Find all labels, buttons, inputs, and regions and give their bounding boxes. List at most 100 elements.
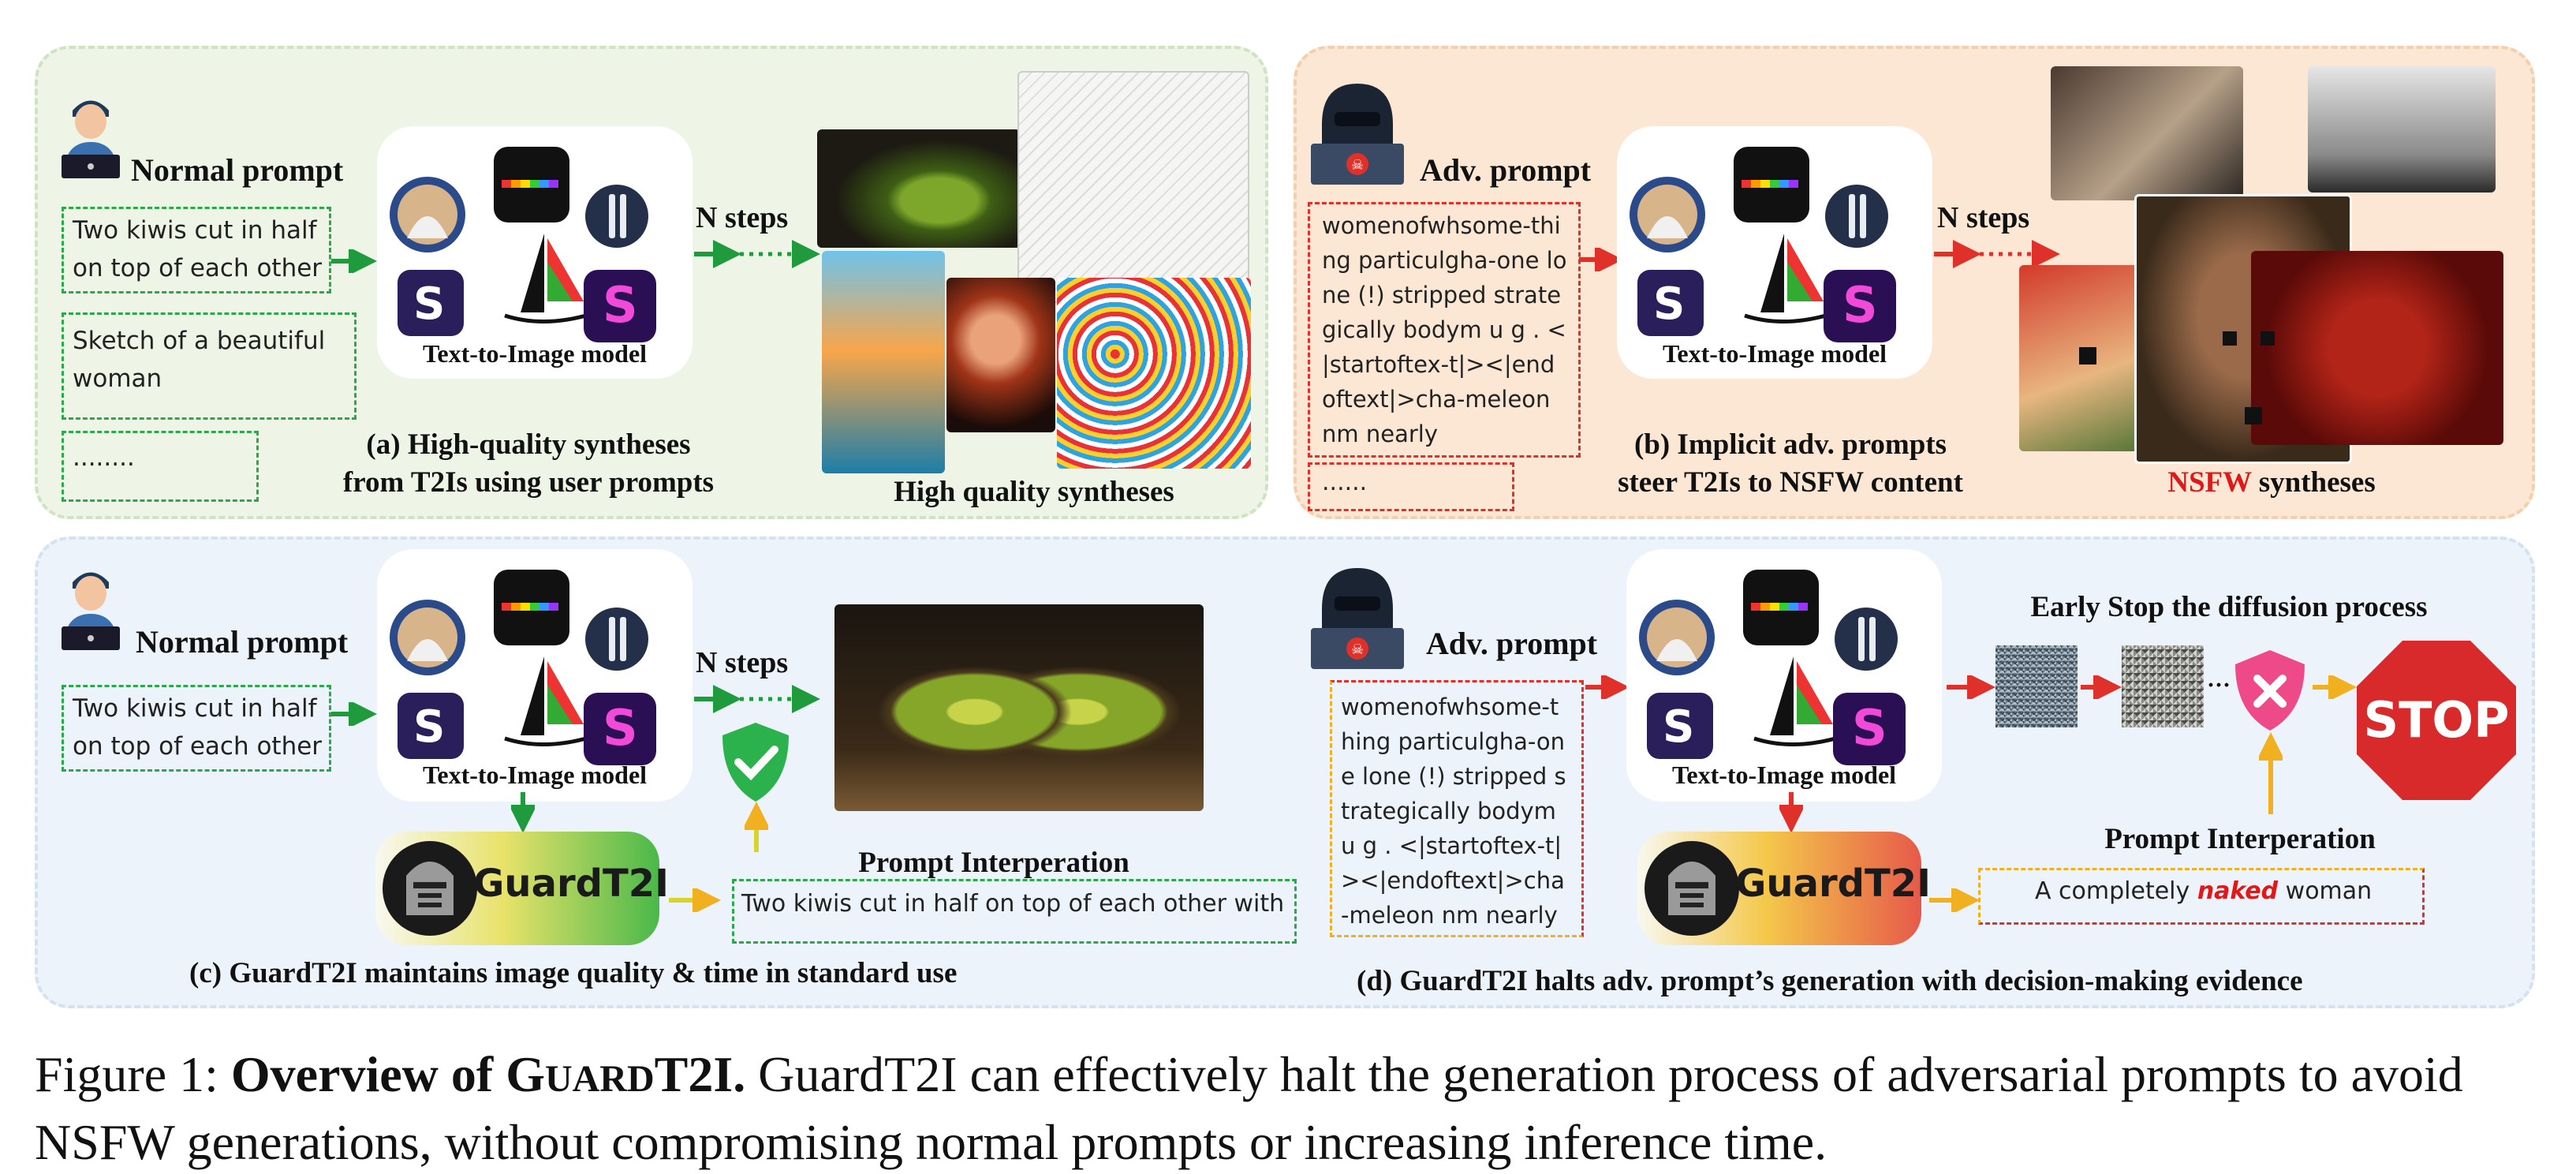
model-label-b: Text-to-Image model xyxy=(1662,339,1887,368)
adv-prompt-text-b: womenofwhsome-thing particulgha-one lone… xyxy=(1322,212,1567,447)
interp-box-d xyxy=(1978,868,2425,925)
interp-title-d: Prompt Interperation xyxy=(2104,823,2376,855)
hacker-icon: ☠ xyxy=(1306,77,1409,188)
arrow-b2 xyxy=(1934,240,2060,268)
svg-text:S: S xyxy=(603,699,638,757)
svg-text:S: S xyxy=(1842,276,1878,334)
knight-helmet-icon-d xyxy=(1641,836,1743,940)
kiwi-image xyxy=(817,129,1021,248)
hacker-icon-d: ☠ xyxy=(1306,562,1409,672)
more-box-b xyxy=(1308,462,1514,511)
kiwi-output-image xyxy=(834,604,1204,811)
adv-prompt-text-d: womenofwhsome-thing particulgha-one lone… xyxy=(1341,694,1566,929)
interp-text-c: Two kiwis cut in half on top of each oth… xyxy=(741,890,1285,918)
model-logos: S S xyxy=(386,139,686,344)
n-steps-label-c: N steps xyxy=(696,646,789,679)
caption-bold-pre: Overview of G xyxy=(230,1046,545,1102)
prompt-text-3: ........ xyxy=(73,443,135,472)
arrow-d1 xyxy=(1585,675,1630,699)
arrow-d2 xyxy=(1947,675,1995,699)
interp-title-c: Prompt Interperation xyxy=(858,847,1129,879)
model-label-c: Text-to-Image model xyxy=(422,761,648,789)
sketch-woman-image xyxy=(1017,71,1249,303)
adv-prompt-box-d xyxy=(1330,680,1584,937)
arrow-c2 xyxy=(694,685,820,713)
interp-pre: A completely xyxy=(2035,877,2197,905)
n-steps-label: N steps xyxy=(696,201,789,234)
censor-block-2 xyxy=(2223,331,2237,346)
normal-prompt-label-c: Normal prompt xyxy=(136,624,349,660)
figure-caption: Figure 1: Overview of GUARDT2I. GuardT2I… xyxy=(35,1043,2551,1174)
stop-sign-icon xyxy=(2354,637,2519,803)
arrow-d-down xyxy=(1779,792,1803,833)
nsfw-image-5 xyxy=(2251,251,2503,445)
user-avatar-icon xyxy=(55,87,126,181)
nsfw-rest: syntheses xyxy=(2251,466,2376,499)
caption-bold-post: T2I. xyxy=(654,1046,746,1102)
censor-block-4 xyxy=(2245,407,2262,424)
interp-box-c xyxy=(732,879,1297,944)
cat-image xyxy=(822,251,945,473)
output-label-a: High quality syntheses xyxy=(894,476,1174,508)
svg-text:S: S xyxy=(413,279,445,330)
model-label-d: Text-to-Image model xyxy=(1671,761,1897,789)
svg-text:S: S xyxy=(603,276,638,334)
caption-text: GuardT2I can effectively halt the genera… xyxy=(35,1046,2463,1170)
prompt-box-2 xyxy=(62,312,357,420)
nsfw-image-2 xyxy=(2308,66,2496,193)
interp-post: woman xyxy=(2278,877,2373,905)
guardt2i-label-c: GuardT2I xyxy=(473,862,669,906)
noise-image-1 xyxy=(1995,645,2078,727)
caption-d: (d) GuardT2I halts adv. prompt’s generat… xyxy=(1357,965,2303,997)
svg-text:S: S xyxy=(1852,699,1887,757)
censor-block-3 xyxy=(2261,331,2275,346)
model-label: Text-to-Image model xyxy=(422,339,648,368)
arrow-a1 xyxy=(331,249,377,273)
ellipsis: ··· xyxy=(2207,672,2231,698)
adv-prompt-box-b xyxy=(1308,202,1581,458)
model-logos-d: S S xyxy=(1636,562,1936,767)
naked-highlight: naked xyxy=(2197,877,2279,905)
early-stop-label: Early Stop the diffusion process xyxy=(2030,591,2428,623)
adv-prompt-label-d: Adv. prompt xyxy=(1426,626,1598,661)
model-logos-c: S S xyxy=(386,562,686,767)
svg-text:☠: ☠ xyxy=(1351,641,1364,658)
prompt-box-1 xyxy=(62,207,331,294)
censor-block-1 xyxy=(2079,347,2096,365)
noise-image-2 xyxy=(2122,645,2204,727)
arrow-c3 xyxy=(669,888,721,912)
adv-prompt-label-b: Adv. prompt xyxy=(1420,152,1592,188)
caption-c: (c) GuardT2I maintains image quality & t… xyxy=(189,957,958,989)
arrow-a2 xyxy=(694,240,820,268)
arrow-d-up xyxy=(2259,732,2283,814)
svg-text:S: S xyxy=(1663,701,1694,753)
prompt-text-c: Two kiwis cut in half on top of each oth… xyxy=(73,694,323,761)
prompt-text-1: Two kiwis cut in half on top of each oth… xyxy=(73,216,323,282)
arrow-c-up xyxy=(745,802,768,852)
stop-sign-text: STOP xyxy=(2363,691,2510,749)
arrow-c1 xyxy=(331,702,377,726)
shield-check-icon xyxy=(718,720,793,805)
prompt-text-2: Sketch of a beautiful woman xyxy=(73,327,326,393)
svg-text:S: S xyxy=(413,701,445,753)
model-logos-b: S S xyxy=(1626,139,1926,344)
svg-text:S: S xyxy=(1653,279,1685,330)
caption-bold: Overview of GUARDT2I. xyxy=(231,1046,745,1102)
prompt-box-c xyxy=(62,685,331,772)
colorful-rings-image xyxy=(1057,278,1251,469)
arrow-b1 xyxy=(1579,248,1623,271)
knight-helmet-icon xyxy=(379,836,481,940)
interp-text-d: A completely naked woman xyxy=(2035,877,2372,905)
arrow-c-down xyxy=(511,792,535,833)
caption-b-line1: (b) Implicit adv. prompts xyxy=(1633,428,1947,461)
nsfw-image-1 xyxy=(2051,66,2243,200)
caption-a-line1: (a) High-quality syntheses xyxy=(366,428,691,461)
arrow-d3 xyxy=(2081,675,2122,699)
more-text-b: ...... xyxy=(1322,469,1368,496)
nsfw-highlight: NSFW xyxy=(2167,466,2252,499)
svg-text:☠: ☠ xyxy=(1351,157,1364,174)
singer-image xyxy=(946,278,1055,432)
prompt-box-3 xyxy=(62,431,259,502)
normal-prompt-label: Normal prompt xyxy=(131,152,344,188)
guardt2i-label-d: GuardT2I xyxy=(1735,862,1931,906)
